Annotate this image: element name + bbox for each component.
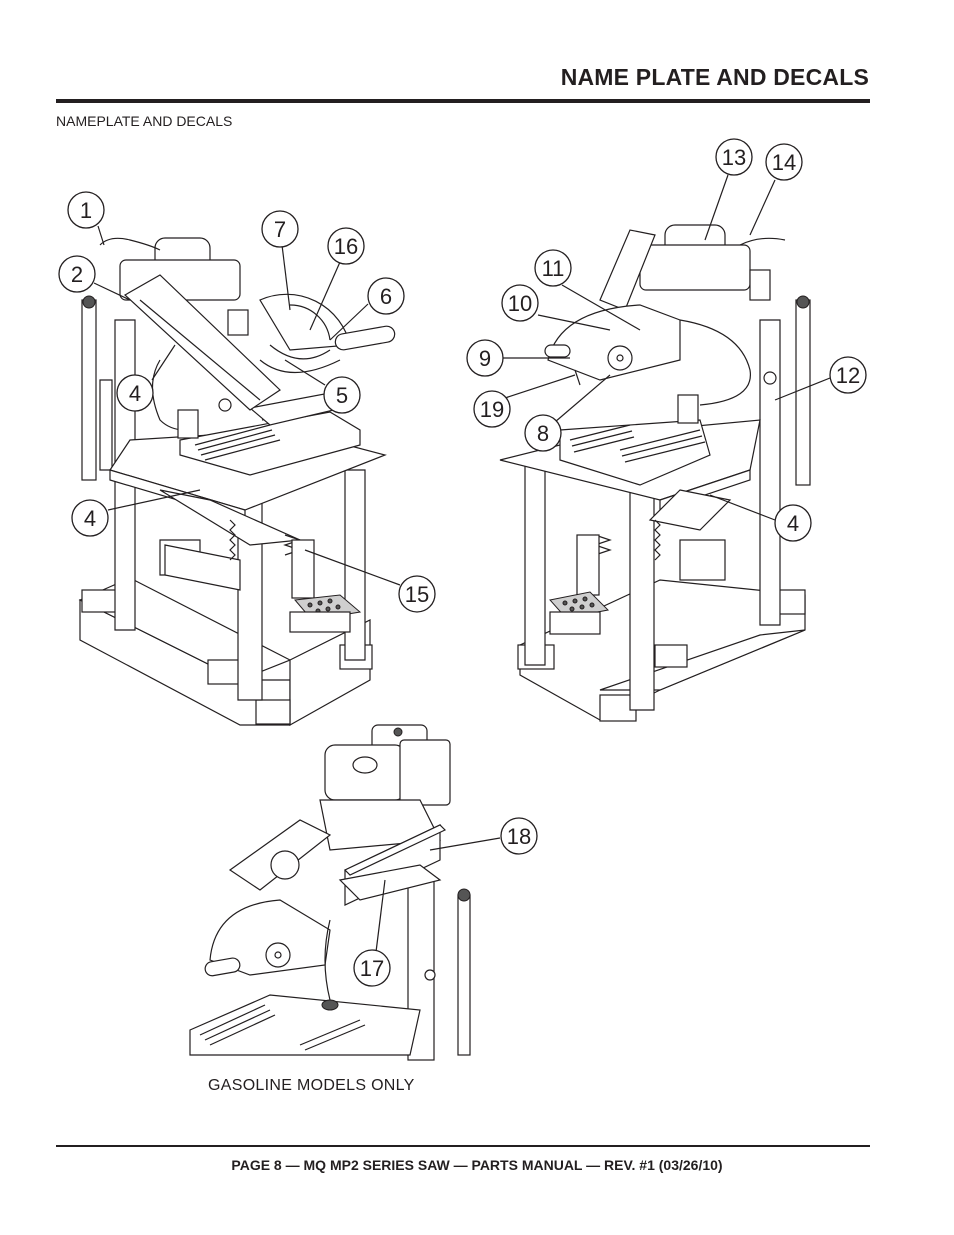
svg-text:2: 2 (71, 262, 83, 287)
svg-text:18: 18 (507, 824, 531, 849)
callout-7: 7 (261, 210, 299, 248)
svg-text:17: 17 (360, 956, 384, 981)
svg-text:8: 8 (537, 421, 549, 446)
svg-text:1: 1 (80, 198, 92, 223)
svg-text:14: 14 (772, 150, 796, 175)
callout-4-left-top: 4 (116, 374, 154, 412)
callout-17: 17 (353, 949, 391, 987)
callout-15: 15 (398, 575, 436, 613)
svg-text:4: 4 (84, 506, 96, 531)
callout-5: 5 (323, 376, 361, 414)
svg-text:12: 12 (836, 363, 860, 388)
callout-11: 11 (534, 249, 572, 287)
callout-18: 18 (500, 817, 538, 855)
saw-rear-view (499, 224, 811, 722)
header-rule (56, 99, 870, 103)
callout-10: 10 (501, 284, 539, 322)
svg-text:7: 7 (274, 217, 286, 242)
section-subtitle: NAMEPLATE AND DECALS (56, 113, 233, 129)
svg-text:19: 19 (480, 397, 504, 422)
callout-leaders (93, 174, 831, 953)
saw-gasoline-view (189, 724, 471, 1061)
svg-text:5: 5 (336, 383, 348, 408)
callout-16: 16 (327, 227, 365, 265)
svg-text:9: 9 (479, 346, 491, 371)
callout-2: 2 (58, 255, 96, 293)
callout-1: 1 (67, 191, 105, 229)
nameplate-decals-illustration: 1 2 4 4 7 16 6 5 15 13 14 11 10 9 19 8 1… (58, 138, 867, 1061)
svg-text:15: 15 (405, 582, 429, 607)
svg-text:4: 4 (787, 511, 799, 536)
svg-text:13: 13 (722, 145, 746, 170)
callout-14: 14 (765, 143, 803, 181)
callout-8: 8 (524, 414, 562, 452)
callout-6: 6 (367, 277, 405, 315)
callout-9: 9 (466, 339, 504, 377)
svg-text:6: 6 (380, 284, 392, 309)
page-title: NAME PLATE AND DECALS (560, 64, 869, 90)
svg-text:4: 4 (129, 381, 141, 406)
page-footer: PAGE 8 — MQ MP2 SERIES SAW — PARTS MANUA… (231, 1157, 723, 1173)
footer-rule (56, 1145, 870, 1147)
figure-caption: GASOLINE MODELS ONLY (208, 1077, 415, 1094)
callout-4-right: 4 (774, 504, 812, 542)
svg-text:16: 16 (334, 234, 358, 259)
callout-12: 12 (829, 356, 867, 394)
callout-4-left-bottom: 4 (71, 499, 109, 537)
callout-19: 19 (473, 390, 511, 428)
svg-text:11: 11 (542, 256, 565, 281)
saw-front-view (78, 237, 396, 727)
svg-text:10: 10 (508, 291, 532, 316)
callout-13: 13 (715, 138, 753, 176)
